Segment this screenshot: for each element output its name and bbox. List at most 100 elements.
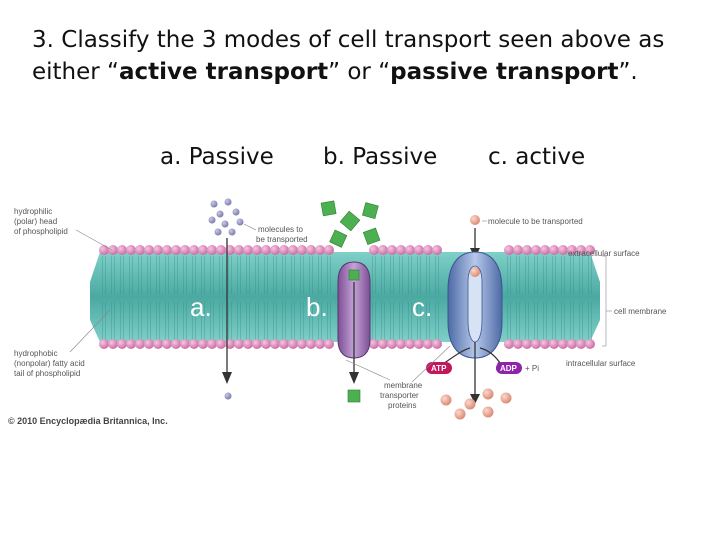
pi-label: + Pi	[525, 364, 539, 373]
fatty-acid-tails	[102, 256, 592, 340]
phospholipid-head	[405, 339, 415, 349]
phospholipid-head	[162, 339, 172, 349]
label-molecule-to-be-transported: molecule to be transported	[488, 217, 583, 226]
phospholipid-head	[288, 339, 298, 349]
question-term-passive: passive transport	[390, 59, 619, 85]
atp-pill	[426, 362, 452, 374]
label-nonpolar-tail: (nonpolar) fatty acid	[14, 359, 85, 368]
phospholipid-head	[432, 245, 442, 255]
phospholipid-head	[378, 245, 388, 255]
phospholipid-head	[252, 245, 262, 255]
arrow-a-head	[222, 372, 232, 384]
phospholipid-head	[396, 245, 406, 255]
phospholipid-head	[261, 339, 271, 349]
phospholipid-head	[369, 245, 379, 255]
phospholipid-head	[198, 339, 208, 349]
phospholipid-head	[234, 339, 244, 349]
diffusion-molecules-a	[208, 198, 244, 400]
sphere-c-top	[470, 215, 480, 225]
phospholipid-head	[558, 339, 568, 349]
phospholipid-head	[405, 245, 415, 255]
answer-b: b. Passive	[323, 144, 438, 170]
mode-label-b: b.	[306, 292, 328, 322]
phospholipid-head	[180, 339, 190, 349]
label-tail-of-phospholipid: tail of phospholipid	[14, 369, 80, 378]
phospholipid-head	[549, 245, 559, 255]
phospholipid-head	[243, 339, 253, 349]
question-text: 3. Classify the 3 modes of cell transpor…	[32, 24, 692, 88]
phospholipid-head	[585, 245, 595, 255]
cube-in-channel	[348, 269, 360, 281]
label-of-phospholipid: of phospholipid	[14, 227, 68, 236]
carrier-protein-pore	[467, 265, 483, 343]
phospholipid-head	[252, 339, 262, 349]
label-hydrophobic: hydrophobic	[14, 349, 58, 358]
sphere-in-carrier	[470, 267, 480, 277]
phospholipid-head	[567, 339, 577, 349]
phospholipid-head	[135, 339, 145, 349]
transported-cubes-b	[320, 200, 381, 403]
phospholipid-head	[99, 245, 109, 255]
label-transporter: transporter	[380, 391, 419, 400]
phospholipid-head	[531, 339, 541, 349]
phospholipid-head	[432, 339, 442, 349]
phospholipid-head	[117, 339, 127, 349]
phospholipid-head	[171, 245, 181, 255]
phospholipid-head	[126, 339, 136, 349]
phospholipid-head	[297, 339, 307, 349]
label-molecules-to: molecules to	[258, 225, 303, 234]
phospholipid-head	[324, 245, 334, 255]
phospholipid-head	[369, 339, 379, 349]
phospholipid-head	[414, 245, 424, 255]
phospholipid-head	[540, 245, 550, 255]
arrow-c-head-bottom	[470, 394, 480, 404]
cell-transport-diagram: hydrophilic (polar) head of phospholipid…	[8, 198, 667, 426]
phospholipid-head	[288, 245, 298, 255]
label-cell-membrane: cell membrane	[614, 307, 667, 316]
transported-spheres-c	[440, 388, 512, 420]
phospholipid-head	[504, 339, 514, 349]
phospholipid-head	[207, 339, 217, 349]
phospholipid-head	[216, 245, 226, 255]
adp-pill	[496, 362, 522, 374]
phospholipid-head	[153, 245, 163, 255]
phospholipid-head	[522, 339, 532, 349]
phospholipid-head	[531, 245, 541, 255]
phospholipid-head	[315, 339, 325, 349]
label-polar-head: (polar) head	[14, 217, 57, 226]
phospholipid-head	[189, 339, 199, 349]
leader-molecules	[243, 223, 257, 231]
phospholipid-head	[522, 245, 532, 255]
label-proteins: proteins	[388, 401, 416, 410]
phospholipid-head	[378, 339, 388, 349]
phospholipid-head	[558, 245, 568, 255]
label-be-transported: be transported	[256, 235, 308, 244]
phospholipid-head	[243, 245, 253, 255]
label-intracellular-surface: intracellular surface	[566, 359, 636, 368]
phospholipid-head	[216, 339, 226, 349]
phospholipid-head	[180, 245, 190, 255]
phospholipid-head	[423, 245, 433, 255]
phospholipid-head	[315, 245, 325, 255]
phospholipid-head	[270, 339, 280, 349]
phospholipid-head	[198, 245, 208, 255]
label-hydrophilic: hydrophilic	[14, 207, 52, 216]
copyright-text: © 2010 Encyclopædia Britannica, Inc.	[8, 416, 168, 426]
answer-a: a. Passive	[160, 144, 274, 170]
arrow-b-head	[349, 372, 359, 384]
phospholipid-head	[261, 245, 271, 255]
phospholipid-head	[234, 245, 244, 255]
phospholipid-head	[396, 339, 406, 349]
phospholipid-head	[414, 339, 424, 349]
phospholipid-head	[306, 339, 316, 349]
phospholipid-head	[108, 339, 118, 349]
phospholipid-head	[153, 339, 163, 349]
phospholipid-head	[279, 245, 289, 255]
phospholipid-head	[567, 245, 577, 255]
question-prefix: 3. Classify the 3 modes of cell transpor…	[32, 27, 665, 85]
phospholipid-head	[306, 245, 316, 255]
question-suffix: ”.	[618, 59, 638, 85]
phospholipid-head	[279, 339, 289, 349]
phospholipid-head	[144, 339, 154, 349]
phospholipid-head	[513, 245, 523, 255]
